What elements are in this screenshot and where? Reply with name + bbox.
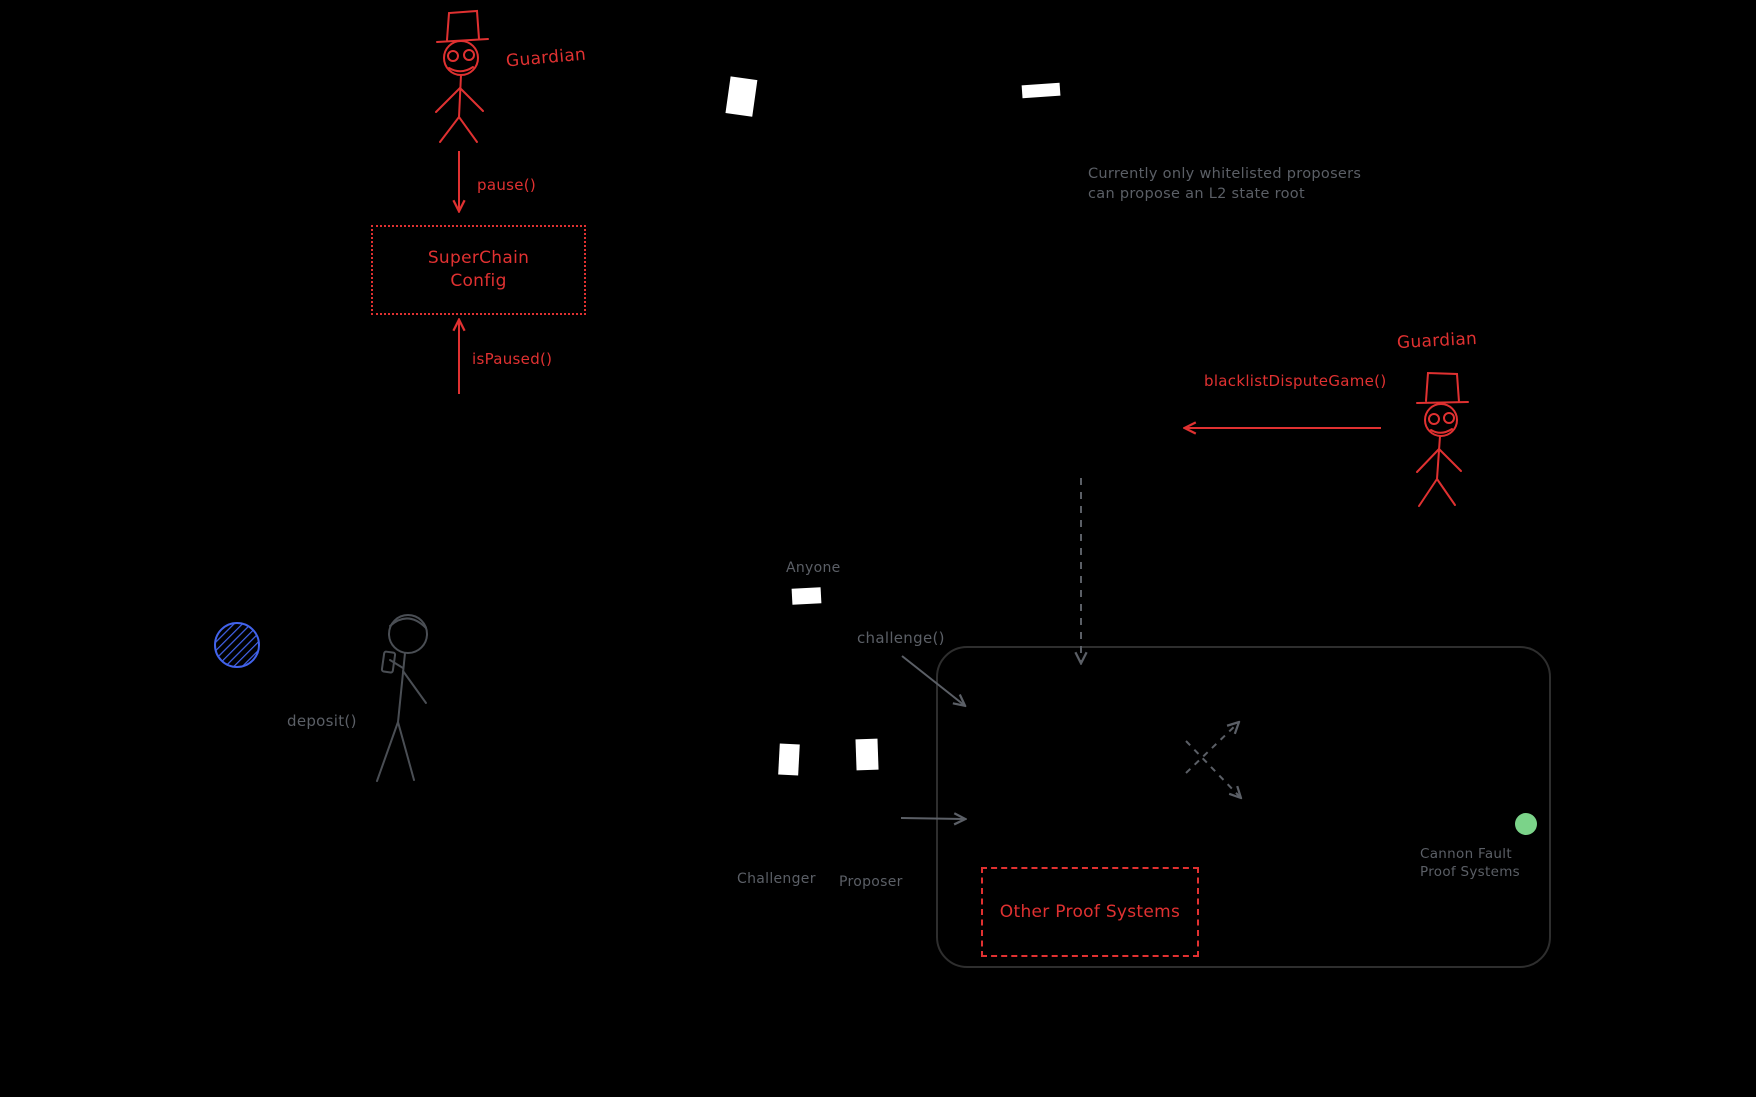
card-shape [855, 738, 879, 771]
ispaused-call-label: isPaused() [472, 350, 553, 368]
blacklist-call-label: blacklistDisputeGame() [1204, 372, 1387, 390]
deposit-call-label: deposit() [287, 712, 357, 730]
cannon-status-dot [1515, 813, 1537, 835]
proof-systems-container-box [936, 646, 1551, 968]
proposer-label: Proposer [839, 874, 903, 890]
guardian-top-figure [435, 9, 489, 143]
card-shape [725, 76, 758, 117]
card-shape [791, 587, 822, 605]
guardian-right-label: Guardian [1396, 328, 1478, 354]
depositor-figure [376, 614, 428, 782]
top-hat-icon [446, 9, 480, 41]
guardian-right-figure [1416, 371, 1469, 507]
other-proof-systems-box: Other Proof Systems [981, 867, 1199, 957]
challenger-label: Challenger [737, 871, 816, 887]
pause-call-label: pause() [477, 176, 537, 194]
challenge-arrow [901, 655, 964, 705]
top-hat-icon [1425, 371, 1460, 403]
cannon-fault-proof-label: Cannon Fault Proof Systems [1420, 846, 1520, 881]
outcome-dashed-arrow-down [1185, 740, 1240, 797]
proposer-arrow [900, 818, 964, 819]
anyone-label: Anyone [786, 560, 841, 576]
outcome-dashed-arrow-up [1185, 723, 1238, 774]
whitelist-note: Currently only whitelisted proposers can… [1088, 166, 1362, 202]
card-shape [778, 743, 800, 776]
other-proof-systems-label: Other Proof Systems [999, 901, 1181, 922]
card-shape [1021, 82, 1061, 99]
challenge-call-label: challenge() [857, 629, 945, 647]
superchain-config-label: SuperChain Config [427, 248, 530, 291]
eth-coin-icon [214, 622, 260, 668]
superchain-config-box: SuperChain Config [371, 225, 586, 315]
